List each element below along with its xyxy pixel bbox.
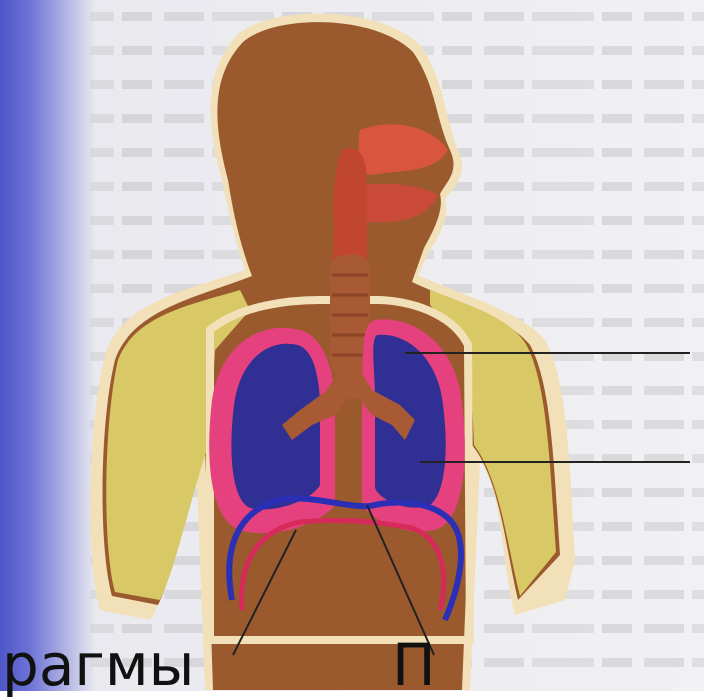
caption-right: П [392,630,436,700]
caption-diaphragm: рагмы [2,630,194,700]
